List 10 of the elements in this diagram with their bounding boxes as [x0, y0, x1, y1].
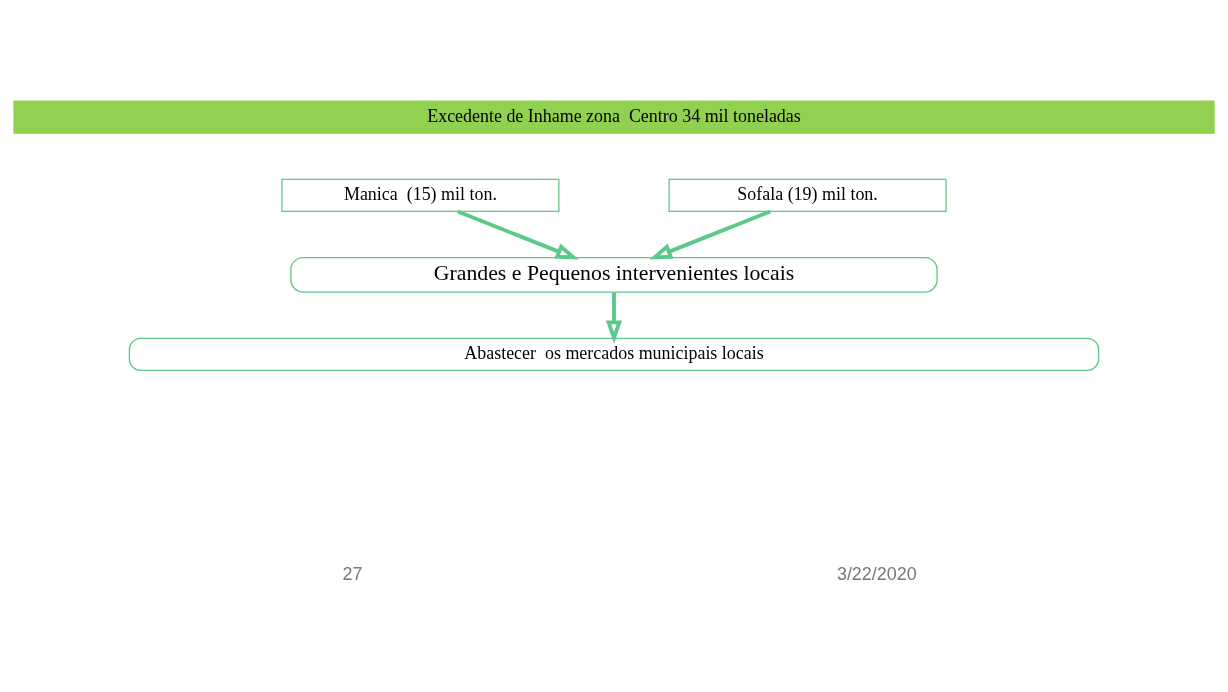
- label: 27: [342, 563, 363, 584]
- node-box: Grandes e Pequenos intervenientes locais: [290, 256, 938, 293]
- label: 3/22/2020: [836, 563, 917, 584]
- arrow: [457, 209, 579, 260]
- node-box: Abastecer os mercados municipais locais: [128, 337, 1100, 371]
- arrow: [649, 209, 771, 260]
- arrow: [605, 292, 623, 344]
- node-box: Excedente de Inhame zona Centro 34 mil toneladas: [13, 100, 1215, 134]
- node-box: Sofala (19) mil ton.: [668, 178, 947, 212]
- node-box: Manica (15) mil ton.: [281, 178, 560, 212]
